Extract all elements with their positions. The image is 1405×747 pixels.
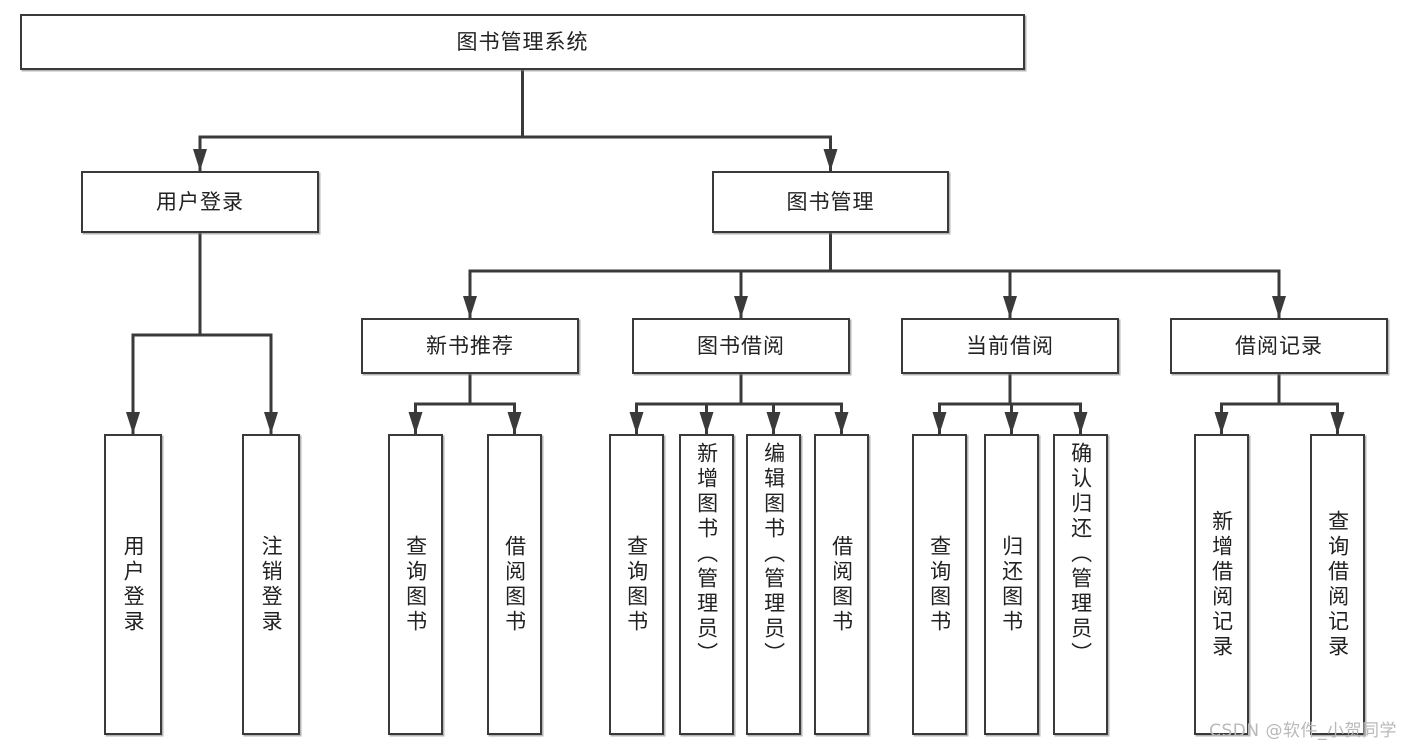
- node-label-book-manage: 图书管理: [786, 189, 875, 214]
- arrowhead-icon-root-1: [823, 149, 838, 171]
- node-label-current-borrow: 当前借阅: [966, 333, 1054, 358]
- node-leaf-logout[interactable]: 注销登录: [242, 434, 300, 735]
- arrowhead-icon-new-book-recommend-1: [507, 412, 522, 434]
- arrowhead-icon-current-borrow-2: [1073, 412, 1088, 434]
- node-label-leaf-borrow-book-2: 借阅图书: [829, 534, 854, 635]
- node-leaf-return-book[interactable]: 归还图书: [984, 434, 1039, 735]
- node-label-leaf-borrow-book-1: 借阅图书: [502, 534, 527, 635]
- arrowhead-icon-new-book-recommend-0: [408, 412, 423, 434]
- node-leaf-user-login[interactable]: 用户登录: [104, 434, 162, 735]
- node-label-leaf-return-book: 归还图书: [999, 534, 1024, 635]
- arrowhead-icon-root-0: [193, 149, 207, 171]
- arrowhead-icon-book-manage-1: [734, 296, 748, 318]
- node-leaf-add-record[interactable]: 新增借阅记录: [1194, 434, 1249, 735]
- node-label-leaf-confirm-return: 确认归还（管理员）: [1068, 442, 1093, 667]
- node-label-leaf-query-book-3: 查询图书: [927, 534, 952, 635]
- node-root[interactable]: 图书管理系统: [20, 14, 1025, 70]
- node-label-new-book-recommend: 新书推荐: [426, 333, 514, 358]
- node-borrow-record[interactable]: 借阅记录: [1170, 318, 1388, 374]
- arrowhead-icon-book-manage-2: [1003, 296, 1017, 318]
- arrowhead-icon-current-borrow-0: [932, 412, 947, 434]
- node-label-leaf-query-book-1: 查询图书: [403, 534, 428, 635]
- node-label-leaf-logout: 注销登录: [259, 534, 284, 635]
- node-user-login[interactable]: 用户登录: [81, 171, 319, 233]
- arrowhead-icon-current-borrow-1: [1004, 412, 1019, 434]
- arrowhead-icon-book-borrow-2: [766, 412, 781, 434]
- node-leaf-borrow-book-2[interactable]: 借阅图书: [814, 434, 869, 735]
- node-label-leaf-user-login: 用户登录: [121, 534, 146, 635]
- arrowhead-icon-borrow-record-1: [1330, 412, 1345, 434]
- node-label-leaf-query-book-2: 查询图书: [624, 534, 649, 635]
- node-leaf-query-book-2[interactable]: 查询图书: [609, 434, 664, 735]
- arrowhead-icon-book-borrow-0: [629, 412, 644, 434]
- arrowhead-icon-user-login-0: [126, 412, 140, 434]
- node-label-leaf-edit-book: 编辑图书（管理员）: [761, 442, 786, 667]
- node-leaf-borrow-book-1[interactable]: 借阅图书: [487, 434, 542, 735]
- node-leaf-query-book-3[interactable]: 查询图书: [912, 434, 967, 735]
- node-leaf-confirm-return[interactable]: 确认归还（管理员）: [1053, 434, 1108, 735]
- arrowhead-icon-user-login-1: [264, 412, 278, 434]
- node-leaf-query-book-1[interactable]: 查询图书: [388, 434, 443, 735]
- node-label-user-login: 用户登录: [156, 189, 244, 214]
- node-label-borrow-record: 借阅记录: [1235, 333, 1323, 358]
- csdn-watermark: CSDN @软件_小贺同学: [1209, 721, 1397, 741]
- node-label-leaf-add-record: 新增借阅记录: [1209, 509, 1234, 660]
- node-label-root: 图书管理系统: [456, 29, 589, 54]
- arrowhead-icon-book-borrow-1: [699, 412, 714, 434]
- arrowhead-icon-borrow-record-0: [1214, 412, 1229, 434]
- node-new-book-recommend[interactable]: 新书推荐: [361, 318, 579, 374]
- arrowhead-icon-book-manage-3: [1272, 296, 1286, 318]
- node-leaf-edit-book[interactable]: 编辑图书（管理员）: [746, 434, 801, 735]
- node-label-leaf-add-book: 新增图书（管理员）: [694, 442, 719, 667]
- node-leaf-add-book[interactable]: 新增图书（管理员）: [679, 434, 734, 735]
- node-book-manage[interactable]: 图书管理: [712, 171, 949, 233]
- node-label-leaf-query-record: 查询借阅记录: [1325, 509, 1350, 660]
- arrowhead-icon-book-manage-0: [463, 296, 477, 318]
- node-label-book-borrow: 图书借阅: [697, 333, 785, 358]
- node-leaf-query-record[interactable]: 查询借阅记录: [1310, 434, 1365, 735]
- node-current-borrow[interactable]: 当前借阅: [901, 318, 1119, 374]
- arrowhead-icon-book-borrow-3: [834, 412, 849, 434]
- node-book-borrow[interactable]: 图书借阅: [632, 318, 850, 374]
